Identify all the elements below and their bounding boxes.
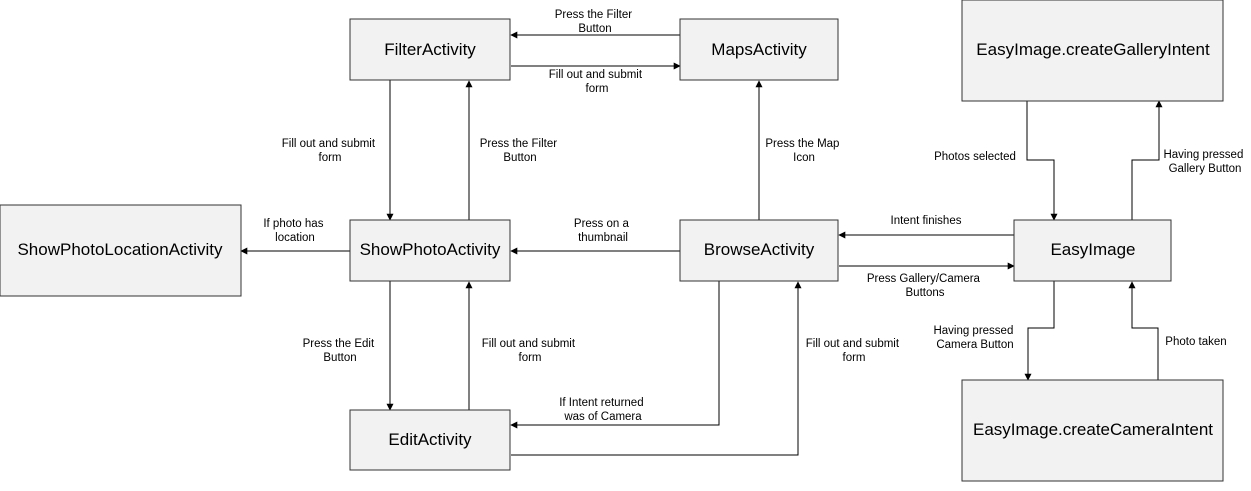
edge-label-filter-to-maps: Fill out and submit form — [549, 69, 646, 95]
node-label-maps-activity: MapsActivity — [711, 40, 807, 59]
edge-easyimage-to-camera — [1024, 281, 1055, 381]
node-maps-activity: MapsActivity — [679, 18, 839, 81]
edge-easyimage-to-gallery — [1131, 100, 1163, 220]
edge-label-camera-to-easyimage: Photo taken — [1165, 336, 1226, 348]
edge-label-easyimage-to-browse: Intent finishes — [891, 215, 962, 227]
node-label-show-photo: ShowPhotoActivity — [360, 240, 501, 259]
edge-camera-to-easyimage — [1128, 281, 1159, 380]
node-camera-intent: EasyImage.createCameraIntent — [961, 379, 1224, 482]
node-label-browse: BrowseActivity — [704, 240, 815, 259]
edge-label-browse-to-maps: Press the Map Icon — [765, 138, 842, 164]
node-browse-activity: BrowseActivity — [679, 219, 839, 282]
node-easyimage: EasyImage — [1013, 219, 1172, 282]
edge-edit-to-browse — [511, 281, 802, 456]
edge-label-maps-to-filter: Press the Filter Button — [555, 9, 636, 35]
edge-label-browse-to-showphoto: Press on a thumbnail — [574, 218, 632, 244]
node-show-photo-activity: ShowPhotoActivity — [349, 219, 511, 282]
node-label-edit: EditActivity — [388, 430, 472, 449]
edge-label-gallery-to-easyimage: Photos selected — [934, 151, 1016, 163]
edge-gallery-to-easyimage — [1026, 101, 1058, 221]
edge-label-browse-to-easyimage: Press Gallery/Camera Buttons — [867, 273, 983, 299]
nodes: FilterActivity MapsActivity EasyImage.cr… — [0, 0, 1224, 482]
node-filter-activity: FilterActivity — [349, 18, 511, 81]
edge-label-showphoto-to-filter: Press the Filter Button — [480, 138, 561, 164]
edge-label-edit-to-showphoto: Fill out and submit form — [482, 338, 579, 364]
edges: Press the Filter Button Fill out and sub… — [240, 9, 1246, 456]
node-label-show-photo-location: ShowPhotoLocationActivity — [17, 240, 223, 259]
node-label-easyimage: EasyImage — [1050, 240, 1135, 259]
node-label-filter-activity: FilterActivity — [384, 40, 476, 59]
edge-label-easyimage-to-gallery: Having pressed Gallery Button — [1163, 149, 1246, 175]
node-edit-activity: EditActivity — [349, 409, 511, 471]
edge-browse-to-edit — [510, 281, 720, 429]
node-label-camera-intent: EasyImage.createCameraIntent — [973, 420, 1213, 439]
edge-label-showphoto-to-location: If photo has location — [263, 218, 326, 244]
edge-label-browse-to-edit: If Intent returned was of Camera — [559, 397, 647, 423]
edge-label-filter-to-showphoto: Fill out and submit form — [282, 138, 379, 164]
node-label-gallery-intent: EasyImage.createGalleryIntent — [976, 40, 1210, 59]
edge-label-showphoto-to-edit: Press the Edit Button — [303, 338, 378, 364]
node-gallery-intent: EasyImage.createGalleryIntent — [961, 0, 1224, 102]
node-show-photo-location-activity: ShowPhotoLocationActivity — [0, 204, 242, 297]
edge-label-easyimage-to-camera: Having pressed Camera Button — [933, 325, 1016, 351]
edge-label-edit-to-browse: Fill out and submit form — [806, 338, 903, 364]
